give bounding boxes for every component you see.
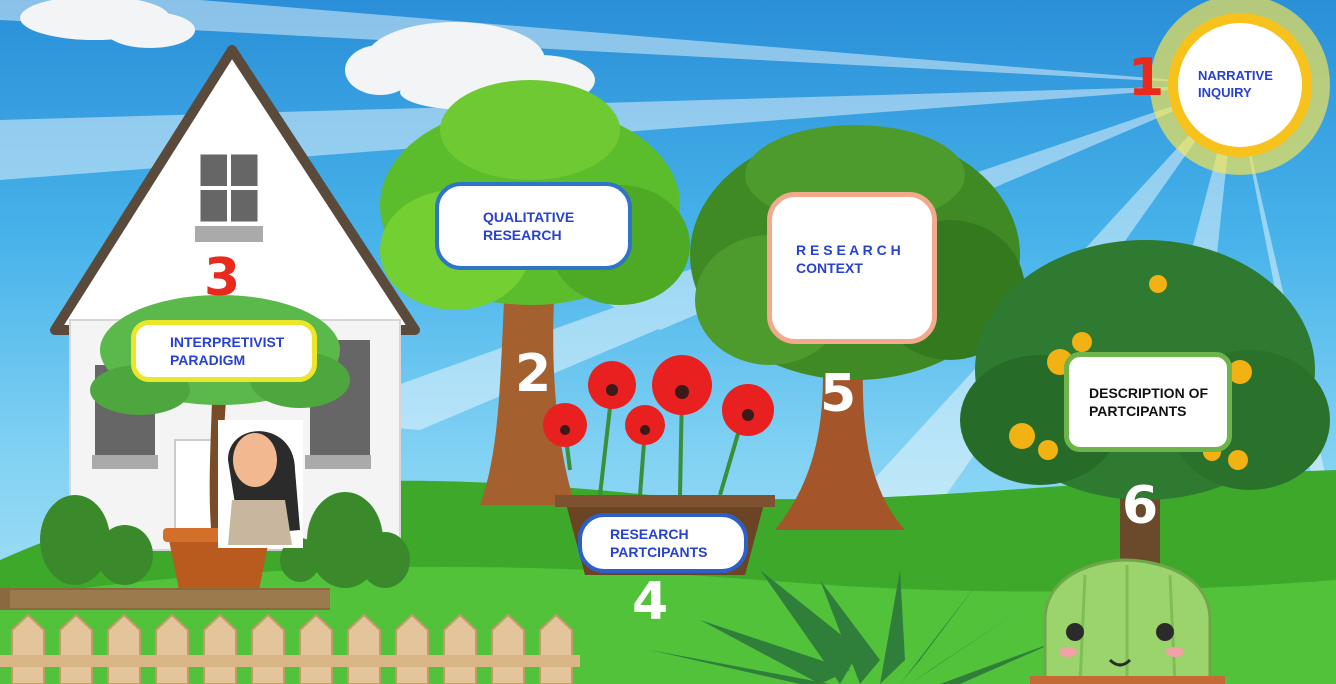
interpretivist-paradigm-sign[interactable]: INTERPRETIVIST PARADIGM: [131, 320, 317, 382]
interpretivist-paradigm-text: INTERPRETIVIST PARADIGM: [170, 333, 285, 368]
cactus-icon: [1030, 558, 1225, 684]
sun-icon: [1150, 0, 1330, 175]
bush-icon: [40, 492, 410, 588]
number-2: 2: [515, 344, 552, 404]
description-of-participants-text: DESCRIPTION OF PARTCIPANTS: [1089, 384, 1209, 419]
research-context-sign[interactable]: R E S E A R C H CONTEXT: [767, 192, 937, 344]
number-3: 3: [204, 248, 241, 308]
number-6: 6: [1122, 476, 1159, 536]
qualitative-research-sign[interactable]: QUALITATIVE RESEARCH: [435, 182, 632, 270]
qualitative-research-text: QUALITATIVE RESEARCH: [483, 208, 575, 243]
number-1: 1: [1128, 48, 1165, 108]
research-participants-sign[interactable]: RESEARCH PARTCIPANTS: [578, 513, 748, 573]
number-4: 4: [632, 572, 669, 632]
fence-icon: [0, 588, 580, 684]
description-of-participants-sign[interactable]: DESCRIPTION OF PARTCIPANTS: [1064, 352, 1232, 452]
narrative-inquiry-label[interactable]: NARRATIVE INQUIRY: [1182, 55, 1302, 115]
research-participants-text: RESEARCH PARTCIPANTS: [610, 525, 708, 560]
spiky-plant-icon: [650, 570, 1060, 684]
cloud-icon: [20, 0, 595, 110]
narrative-inquiry-text: NARRATIVE INQUIRY: [1198, 68, 1273, 100]
number-5: 5: [820, 364, 857, 424]
avatar: [218, 420, 303, 548]
research-context-text: R E S E A R C H CONTEXT: [796, 242, 901, 277]
